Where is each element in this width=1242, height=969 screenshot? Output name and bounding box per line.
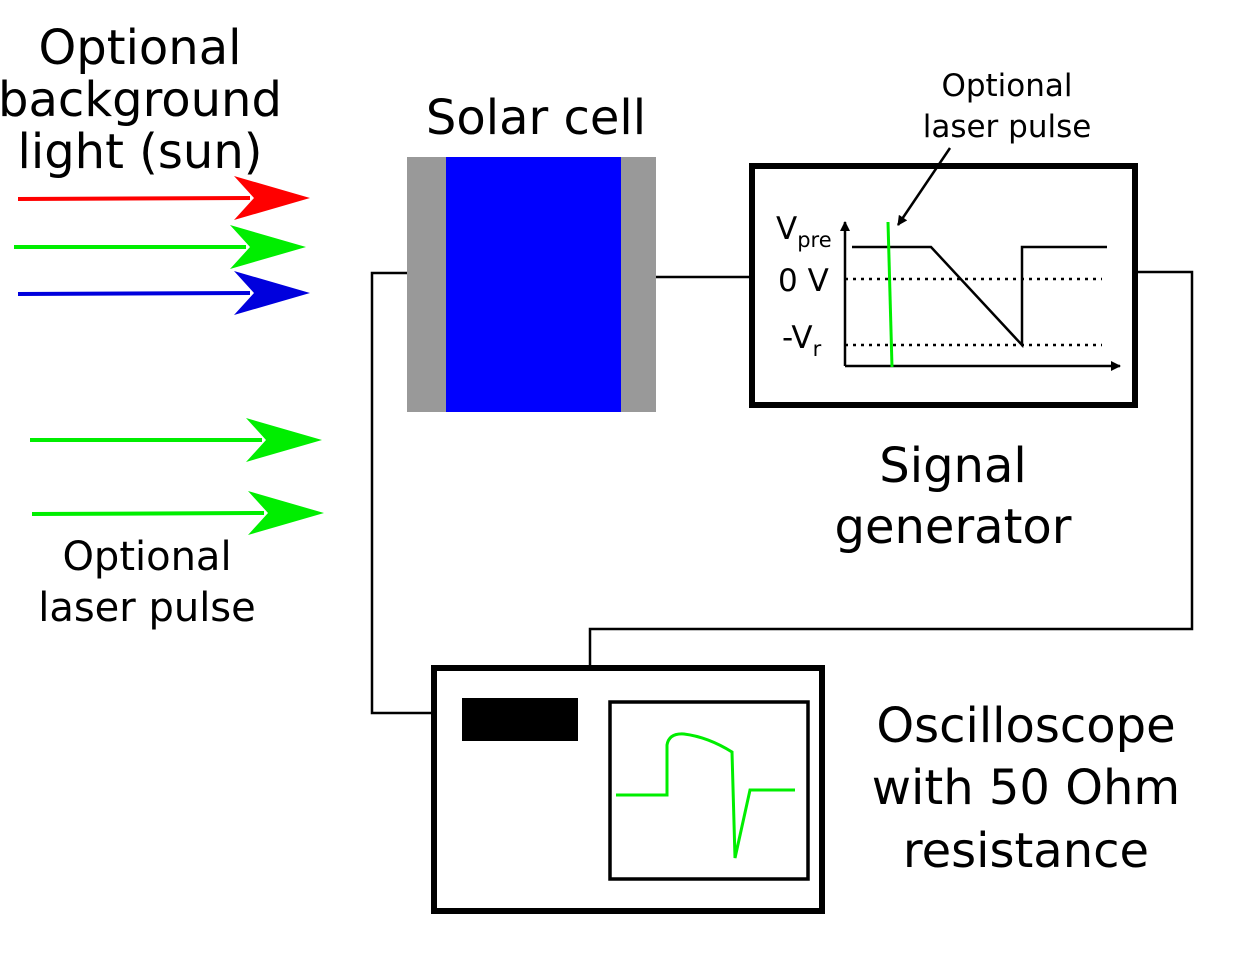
laser-pulse-marker [886,221,894,368]
solar-cell-absorber [446,157,622,412]
signal-generator-title: Signal generator [834,438,1071,555]
blue-light-arrow [17,271,310,315]
laser-pulse-label: Optional laser pulse [38,534,256,631]
laser-arrow-lower [31,491,324,535]
generator-voltage-waveform [852,245,1107,349]
red-light-arrow [17,176,310,220]
oscilloscope-title-line-3: resistance [903,823,1149,879]
generator-annotation-line-1: Optional [941,68,1072,104]
background-light-label-line-2: background [0,72,282,128]
oscilloscope [431,665,825,914]
signal-generator-title-line-1: Signal [879,438,1026,494]
solar-cell-left-contact [407,157,447,412]
laser-pulse-label-line-1: Optional [62,534,231,580]
oscilloscope-input-terminal [462,698,578,741]
signal-generator: Vpre 0 V -Vr [749,163,1138,408]
oscilloscope-title-line-2: with 50 Ohm [872,760,1180,816]
vpre-label: Vpre [776,211,832,252]
solar-cell-right-contact [621,157,656,412]
oscilloscope-trace [616,732,795,859]
annotation-pointer-arrow [896,147,952,226]
vr-label: -Vr [782,320,822,361]
wire-cell-to-oscilloscope [370,271,462,715]
laser-pulse-label-line-2: laser pulse [38,585,256,631]
oscilloscope-title-line-1: Oscilloscope [876,698,1175,754]
zero-volt-label: 0 V [778,263,829,299]
background-light-label-line-3: light (sun) [18,124,263,180]
signal-generator-title-line-2: generator [834,499,1071,555]
oscilloscope-title: Oscilloscope with 50 Ohm resistance [872,698,1180,879]
background-light-label-line-1: Optional [39,20,242,76]
solar-cell-title: Solar cell [426,90,646,146]
generator-laser-annotation: Optional laser pulse [896,68,1092,226]
solar-cell [407,157,656,412]
generator-annotation-line-2: laser pulse [923,109,1092,145]
green-light-arrow [14,225,306,269]
laser-arrow-upper [30,418,322,462]
background-light-label: Optional background light (sun) [0,20,282,180]
